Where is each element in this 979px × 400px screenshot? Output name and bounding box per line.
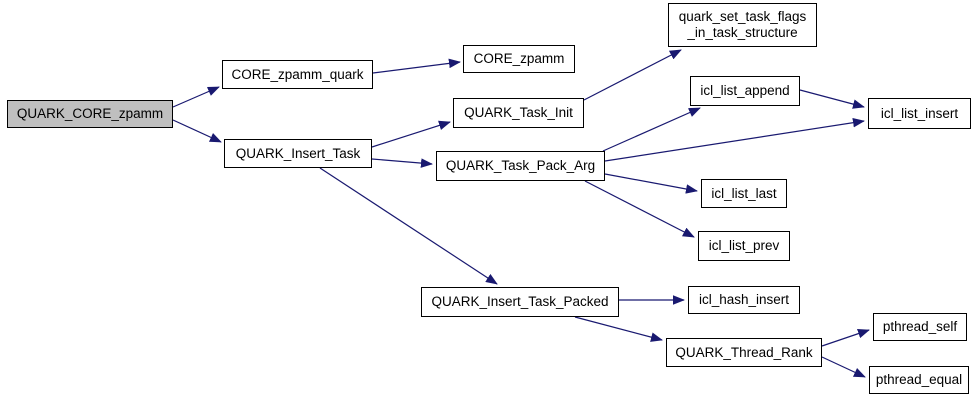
node-label: icl_hash_insert — [698, 292, 790, 307]
node-label: pthread_equal — [875, 372, 963, 387]
node-label: pthread_self — [882, 319, 958, 334]
edge-quark-insert-task-to-quark-insert-task-packed — [319, 167, 498, 285]
graph-node-icl-list-insert[interactable]: icl_list_insert — [868, 98, 971, 129]
node-label: QUARK_Insert_Task — [235, 145, 361, 161]
graph-node-quark-core-zpamm: QUARK_CORE_zpamm — [7, 100, 173, 128]
edge-quark-core-zpamm-to-quark-insert-task — [172, 119, 222, 143]
edge-quark-insert-task-to-quark-task-init — [371, 120, 451, 148]
node-label: icl_list_last — [711, 185, 777, 201]
graph-node-quark-task-pack-arg[interactable]: QUARK_Task_Pack_Arg — [436, 151, 605, 181]
node-label: QUARK_Thread_Rank — [675, 344, 813, 360]
graph-node-icl-list-append[interactable]: icl_list_append — [690, 76, 800, 106]
edge-quark-task-pack-arg-to-icl-list-prev — [584, 180, 695, 238]
node-label: CORE_zpamm_quark — [231, 66, 364, 82]
edge-icl-list-append-to-icl-list-insert — [799, 89, 865, 109]
node-label: icl_list_append — [700, 83, 790, 98]
graph-node-icl-list-last[interactable]: icl_list_last — [701, 179, 787, 208]
edge-core-zpamm-quark-to-core-zpamm — [372, 58, 461, 74]
node-label: QUARK_CORE_zpamm — [16, 106, 164, 121]
node-label: icl_list_prev — [708, 238, 780, 253]
graph-node-core-zpamm[interactable]: CORE_zpamm — [463, 45, 575, 73]
edge-quark-task-pack-arg-to-icl-list-append — [602, 107, 701, 152]
graph-node-core-zpamm-quark[interactable]: CORE_zpamm_quark — [222, 60, 373, 89]
node-label: QUARK_Task_Init — [464, 105, 573, 120]
edge-quark-insert-task-to-quark-task-pack-arg — [371, 158, 433, 168]
graph-node-icl-hash-insert[interactable]: icl_hash_insert — [688, 286, 800, 314]
graph-node-pthread-equal[interactable]: pthread_equal — [869, 366, 969, 394]
graph-node-icl-list-prev[interactable]: icl_list_prev — [698, 231, 790, 261]
edge-quark-thread-rank-to-pthread-self — [821, 329, 870, 347]
edge-quark-insert-task-packed-to-quark-thread-rank — [574, 316, 663, 342]
edges-group — [172, 49, 870, 378]
graph-node-quark-set-task-flags[interactable]: quark_set_task_flags _in_task_structure — [668, 3, 817, 47]
edge-quark-task-pack-arg-to-icl-list-last — [604, 173, 698, 194]
edge-quark-task-init-to-quark-set-task-flags — [583, 49, 682, 101]
graph-node-quark-insert-task-packed[interactable]: QUARK_Insert_Task_Packed — [421, 287, 619, 317]
node-label: icl_list_insert — [880, 105, 959, 121]
node-label: QUARK_Insert_Task_Packed — [431, 294, 609, 309]
edge-quark-task-pack-arg-to-icl-list-insert — [604, 117, 865, 162]
node-label: QUARK_Task_Pack_Arg — [445, 158, 596, 173]
edge-quark-core-zpamm-to-core-zpamm-quark — [172, 86, 220, 108]
edge-quark-thread-rank-to-pthread-equal — [821, 356, 866, 378]
graph-node-pthread-self[interactable]: pthread_self — [873, 313, 967, 341]
node-label: CORE_zpamm — [473, 51, 565, 66]
graph-node-quark-insert-task[interactable]: QUARK_Insert_Task — [224, 139, 372, 168]
graph-node-quark-task-init[interactable]: QUARK_Task_Init — [453, 98, 584, 128]
node-label: quark_set_task_flags _in_task_structure — [678, 9, 807, 40]
graph-node-quark-thread-rank[interactable]: QUARK_Thread_Rank — [666, 338, 822, 367]
